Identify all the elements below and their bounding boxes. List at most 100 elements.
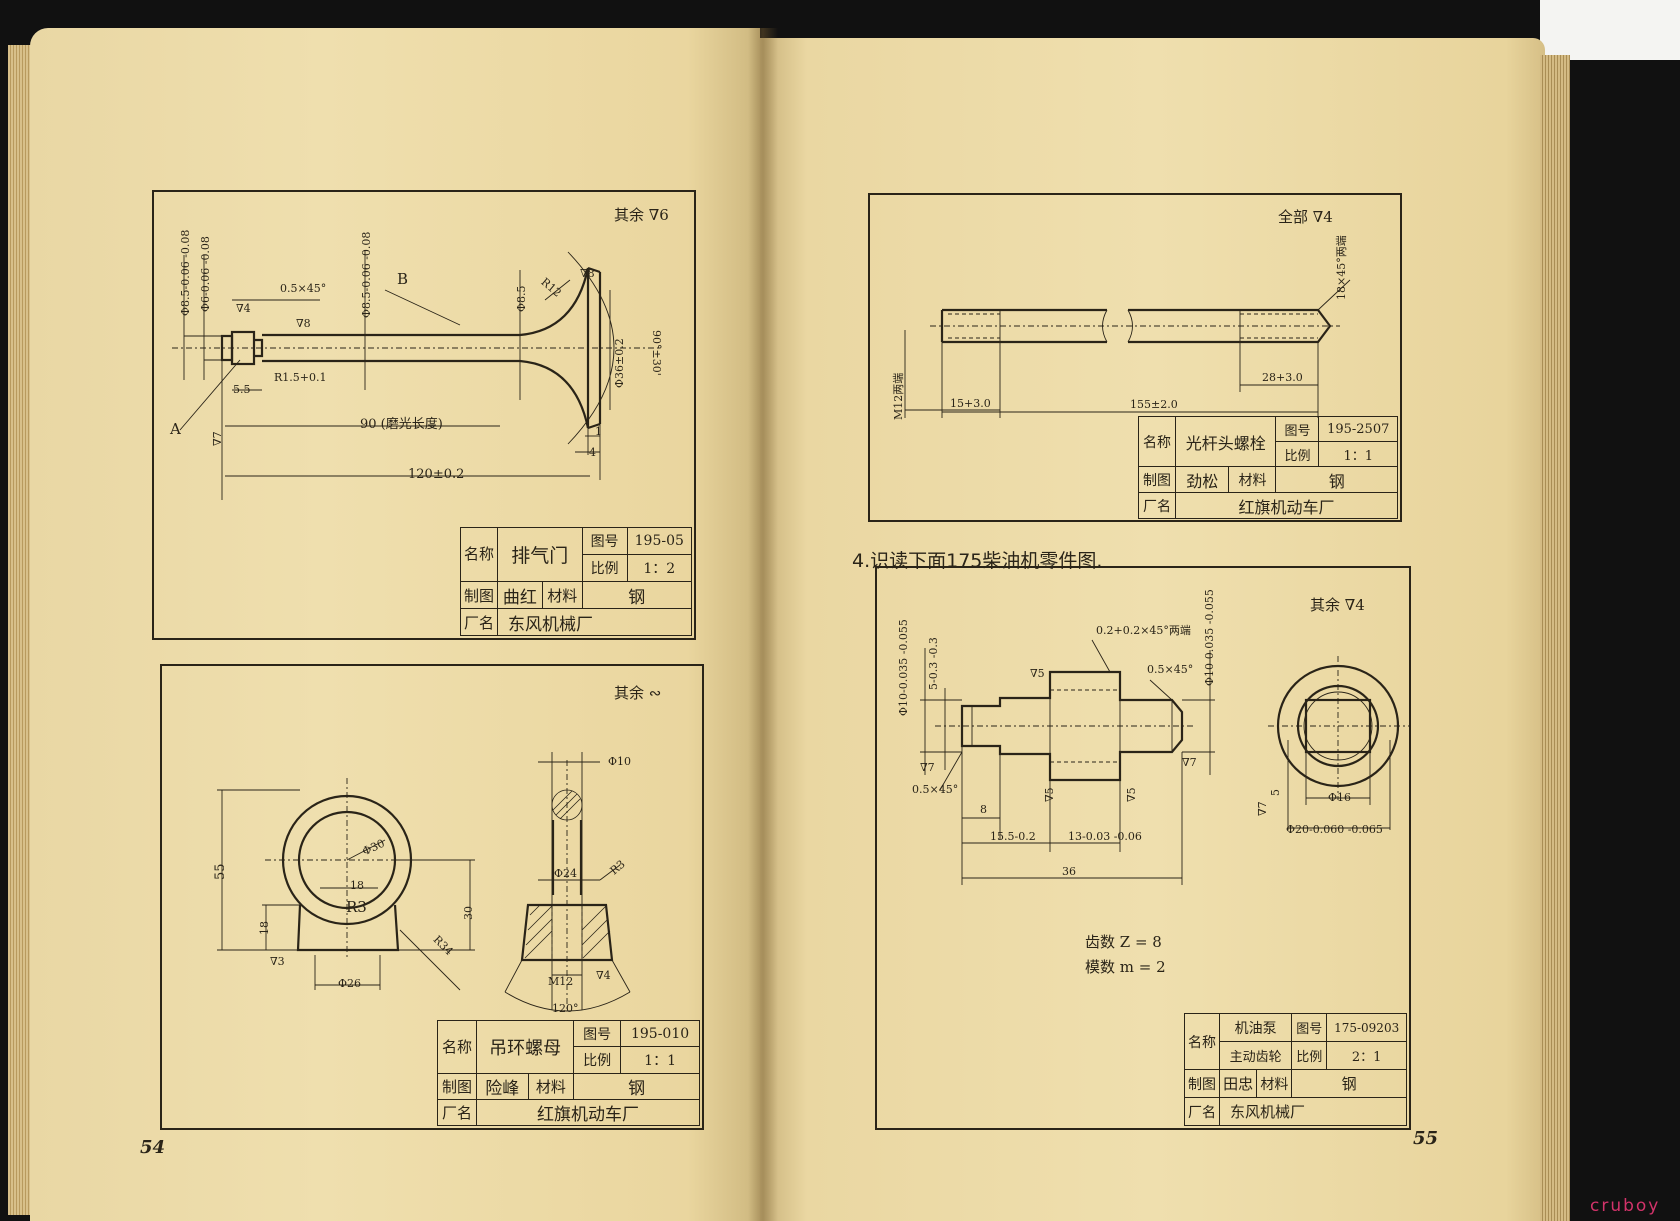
tb4-scale: 2：1 xyxy=(1326,1041,1407,1070)
rough-7a: ∇7 xyxy=(920,761,935,774)
tb4-name-label: 名称 xyxy=(1184,1013,1220,1070)
tb4-factory: 东风机械厂 xyxy=(1219,1097,1407,1126)
tb3-factory: 红旗机动车厂 xyxy=(1175,492,1398,519)
rough-5d: 5 xyxy=(1269,789,1282,796)
dim-chamfer3: 0.5×45° xyxy=(912,783,959,796)
title-block-eye-nut: 名称 吊环螺母 图号 195-010 比例 1：1 制图 险峰 材料 钢 厂名 … xyxy=(437,1019,700,1127)
tb2-drawn-label: 制图 xyxy=(437,1072,477,1100)
rough-5: ∇5 xyxy=(1030,667,1045,680)
tb-drawn-label: 制图 xyxy=(460,581,498,609)
tb4-material-label: 材料 xyxy=(1256,1069,1293,1098)
dim-m12: M12 xyxy=(548,975,574,988)
dim-len55: 5.5 xyxy=(233,383,251,396)
title-block-bolt: 名称 光杆头螺栓 图号 195-2507 比例 1：1 制图 劲松 材料 钢 厂… xyxy=(1138,416,1398,519)
rough-5b: ∇5 xyxy=(1043,787,1056,802)
gear-module: 模数 m = 2 xyxy=(1085,958,1166,976)
title-block-gear: 名称 机油泵 图号 175-09203 主动齿轮 比例 2：1 制图 田忠 材料… xyxy=(1184,1013,1407,1126)
dim-len155: 155±2.0 xyxy=(1130,398,1178,411)
tb-factory: 东风机械厂 xyxy=(497,608,692,636)
tb-material: 钢 xyxy=(581,581,693,609)
tb4-drawn-label: 制图 xyxy=(1184,1069,1220,1098)
tb2-material: 钢 xyxy=(573,1072,700,1100)
dim-len155-gear: 15.5-0.2 xyxy=(990,830,1036,843)
dim-d16: Φ16 xyxy=(1328,791,1352,804)
dim-len120: 120±0.2 xyxy=(408,467,465,482)
tb2-material-label: 材料 xyxy=(527,1072,575,1100)
tb-drawn-by: 曲红 xyxy=(497,581,543,609)
rough-8b: ∇8 xyxy=(580,267,595,280)
dim-d20: Φ20-0.060 -0.065 xyxy=(1286,823,1383,836)
dim-len5: 5-0.3 -0.3 xyxy=(927,637,940,690)
tb-name-label: 名称 xyxy=(460,527,498,582)
tb-material-label: 材料 xyxy=(541,581,583,609)
tb3-name-label: 名称 xyxy=(1138,416,1176,467)
tb2-factory-label: 厂名 xyxy=(437,1098,477,1127)
tb3-name: 光杆头螺栓 xyxy=(1174,416,1277,467)
tb-drawing-no-label: 图号 xyxy=(581,527,628,555)
dim-chamfer: 0.5×45° xyxy=(280,282,327,295)
label-a: A xyxy=(170,420,181,438)
scan-white-strip xyxy=(1540,0,1680,60)
tb4-drawn-by: 田忠 xyxy=(1218,1069,1258,1098)
drawing-frame-eye-nut xyxy=(160,664,704,1130)
dim-len8: 8 xyxy=(980,803,987,816)
dim-r15: R1.5+0.1 xyxy=(274,371,327,384)
dim-d10b: Φ10-0.035 -0.055 xyxy=(1203,589,1216,686)
tb4-name-line1: 机油泵 xyxy=(1218,1013,1293,1042)
tb4-drawing-no: 175-09203 xyxy=(1326,1013,1407,1042)
roughness-note: 其余 ∇6 xyxy=(614,206,669,224)
drawing-frame-bolt xyxy=(868,193,1402,522)
dim-len36: 36 xyxy=(1062,865,1076,878)
dim-len1: 1 xyxy=(595,425,602,438)
rough-7c: ∇7 xyxy=(1256,801,1269,816)
gear-teeth-count: 齿数 Z = 8 xyxy=(1085,933,1162,951)
page-number-right: 55 xyxy=(1413,1128,1439,1149)
rough-4: ∇4 xyxy=(236,302,251,315)
roughness-note-3: 全部 ∇4 xyxy=(1278,208,1333,226)
drawing-frame-exhaust-valve xyxy=(152,190,696,640)
drawing-frame-gear xyxy=(875,566,1411,1130)
tb4-factory-label: 厂名 xyxy=(1184,1097,1220,1126)
dim-len90: 90 (磨光长度) xyxy=(360,417,443,432)
dim-len13: 13-0.03 -0.06 xyxy=(1068,830,1142,843)
dim-chamfer-top: 0.2+0.2×45°两端 xyxy=(1096,624,1191,637)
tb4-drawing-no-label: 图号 xyxy=(1291,1013,1328,1042)
tb2-drawing-no: 195-010 xyxy=(620,1019,700,1048)
label-b: B xyxy=(397,270,409,288)
rough-3: ∇3 xyxy=(270,955,285,968)
tb2-scale-label: 比例 xyxy=(573,1046,622,1074)
tb-drawing-no: 195-05 xyxy=(626,527,693,555)
dim-angle2: 120° xyxy=(552,1002,579,1015)
right-page xyxy=(760,38,1545,1221)
rough-7b: ∇7 xyxy=(1182,756,1197,769)
dim-d24: Φ24 xyxy=(554,867,578,880)
rough-8a: ∇8 xyxy=(296,317,311,330)
tb4-material: 钢 xyxy=(1291,1069,1407,1098)
dim-d10a: Φ10-0.035 -0.055 xyxy=(897,619,910,716)
book-gutter xyxy=(748,28,778,1221)
watermark: cruboy xyxy=(1590,1196,1661,1216)
tb2-name: 吊环螺母 xyxy=(475,1020,575,1074)
dim-len28: 28+3.0 xyxy=(1262,371,1303,384)
tb-name: 排气门 xyxy=(497,527,583,582)
right-page-edges xyxy=(1540,55,1570,1221)
tb3-material-label: 材料 xyxy=(1228,466,1277,493)
roughness-note-2: 其余 ∾ xyxy=(614,684,662,702)
roughness-note-4: 其余 ∇4 xyxy=(1310,596,1365,614)
rough-5c: ∇5 xyxy=(1125,787,1138,802)
dim-w18: 18 xyxy=(350,879,364,892)
tb4-name-line2: 主动齿轮 xyxy=(1218,1041,1293,1070)
tb3-drawing-no: 195-2507 xyxy=(1318,416,1398,442)
tb2-factory: 红旗机动车厂 xyxy=(476,1098,700,1127)
dim-d26: Φ26 xyxy=(338,977,362,990)
title-block-exhaust-valve: 名称 排气门 图号 195-05 比例 1：2 制图 曲红 材料 钢 厂名 东风… xyxy=(460,527,693,636)
dim-d10: Φ10 xyxy=(608,755,632,768)
dim-len4: 4 xyxy=(589,446,596,459)
rough-4b: ∇4 xyxy=(596,969,611,982)
dim-r3: R3 xyxy=(346,898,367,916)
page-number-left: 54 xyxy=(140,1137,166,1158)
